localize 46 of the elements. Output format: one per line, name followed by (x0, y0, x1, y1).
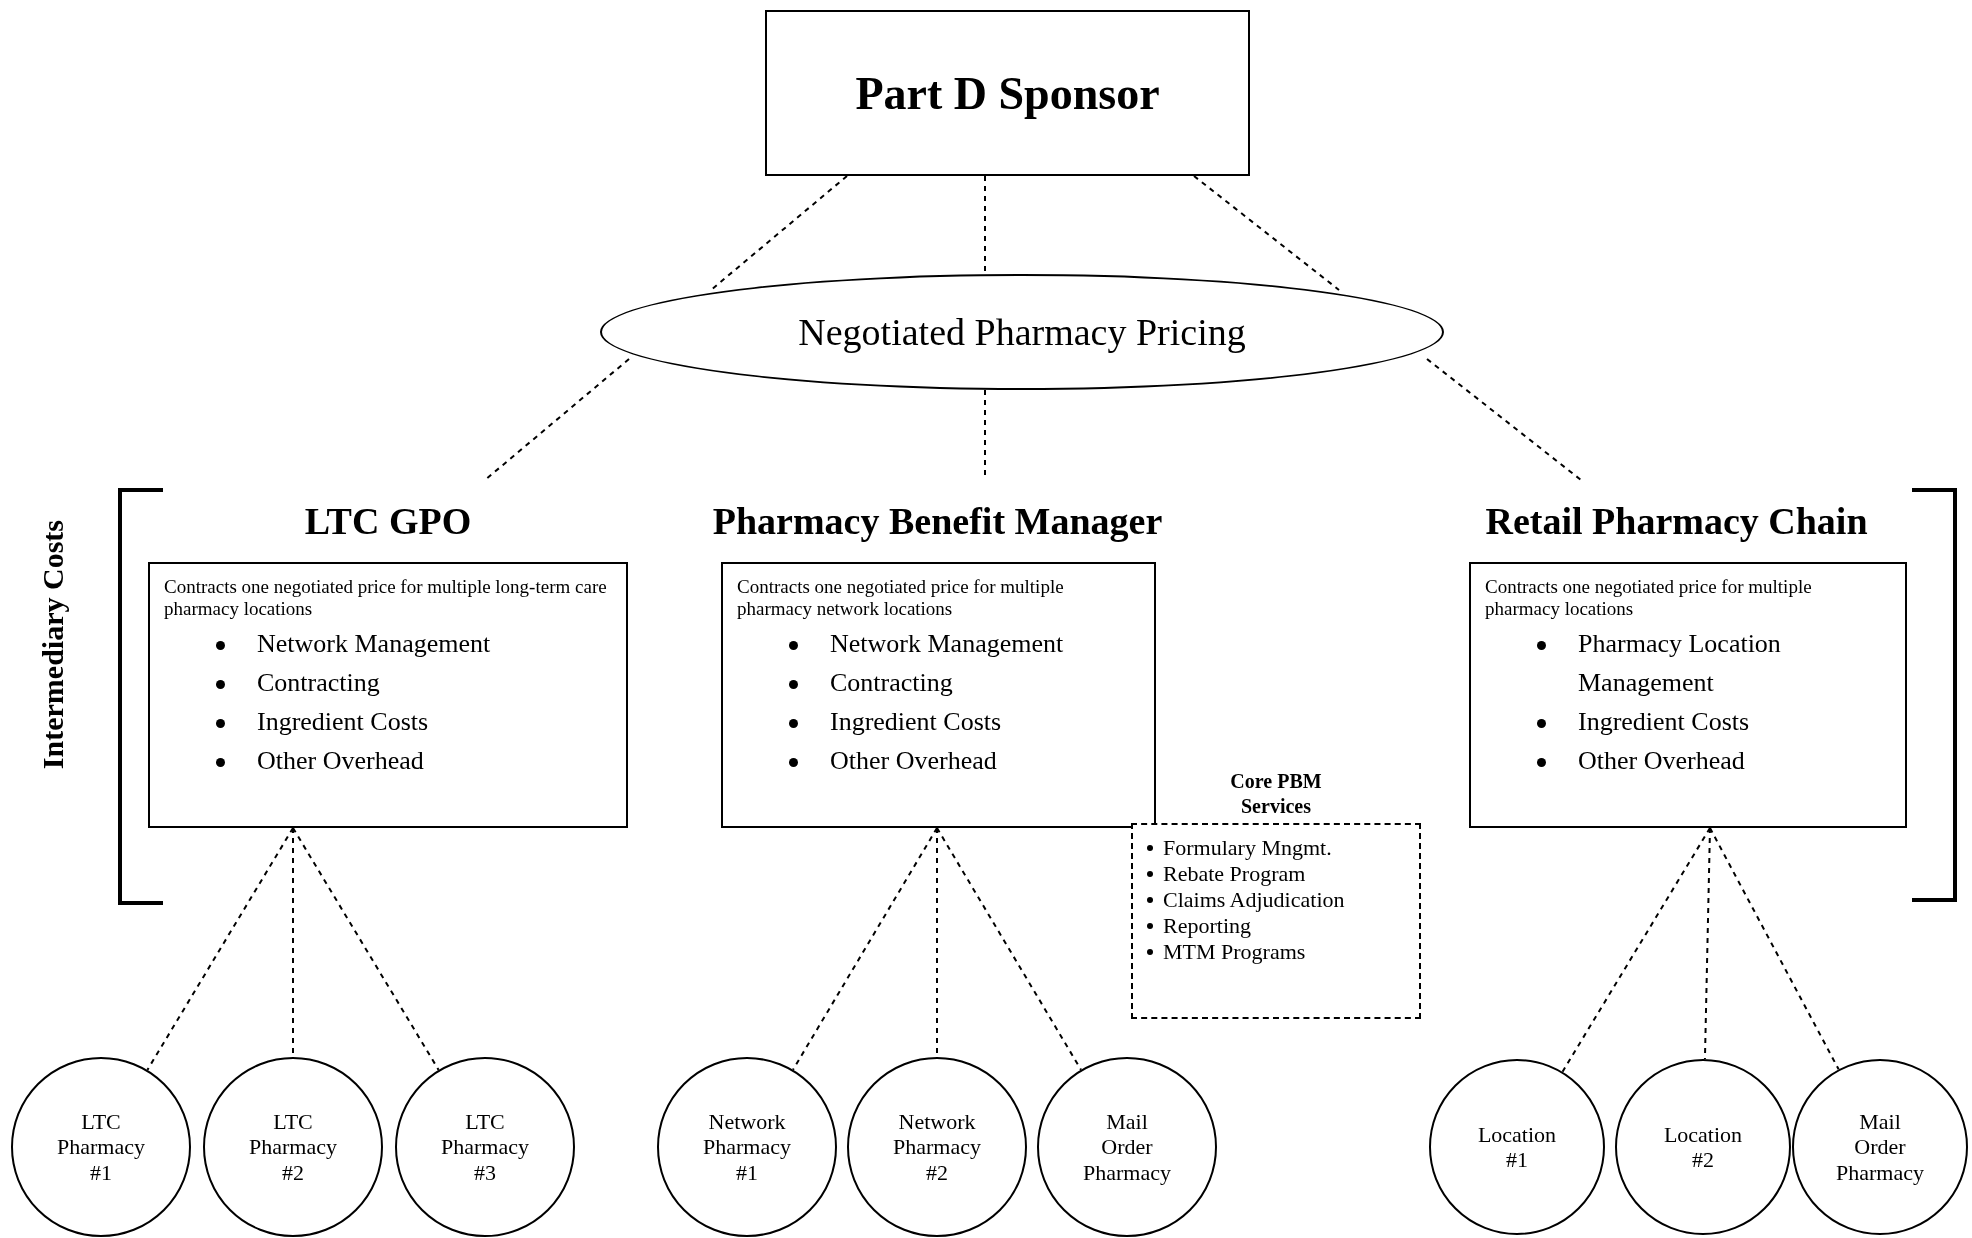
circle-node: LTC Pharmacy #2 (203, 1057, 383, 1237)
connector-line (292, 827, 440, 1071)
connector-line (1426, 358, 1582, 481)
connector-line (1193, 175, 1340, 291)
circle-node: Mail Order Pharmacy (1037, 1057, 1217, 1237)
circle-node: Network Pharmacy #2 (847, 1057, 1027, 1237)
connector-line (1561, 827, 1711, 1073)
bullet-text: Other Overhead (830, 744, 997, 777)
connector-line (484, 358, 630, 481)
process-box: Part D Sponsor (765, 10, 1250, 176)
bracket-label: Intermediary Costs (36, 520, 70, 770)
circle-node: Mail Order Pharmacy (1792, 1059, 1968, 1235)
bullet-text: Network Management (830, 627, 1064, 660)
description-text: Contracts one negotiated price for multiple long-term care pharmacy locations (164, 576, 608, 620)
bullet-text: Network Management (257, 627, 491, 660)
connector-line (146, 827, 294, 1071)
box-heading: Core PBM Services (1229, 769, 1323, 819)
bullet-text: Contracting (257, 666, 380, 699)
bullet-text: Pharmacy Location Management (1578, 627, 1782, 699)
bullet-text: Ingredient Costs (1578, 705, 1750, 738)
bullet-text: Other Overhead (1578, 744, 1745, 777)
circle-node: LTC Pharmacy #1 (11, 1057, 191, 1237)
connector-line (1703, 827, 1711, 1060)
description-text: Contracts one negotiated price for multiple pharmacy locations (1485, 576, 1813, 620)
box-heading: LTC GPO (304, 499, 472, 544)
bullet-text: Reporting (1163, 912, 1251, 939)
circle-node: Network Pharmacy #1 (657, 1057, 837, 1237)
circle-node: Location #2 (1615, 1059, 1791, 1235)
bullet-text: Other Overhead (257, 744, 424, 777)
connector-line (710, 175, 848, 291)
ellipse-node: Negotiated Pharmacy Pricing (600, 274, 1444, 390)
box-heading: Retail Pharmacy Chain (1485, 499, 1868, 544)
connector-line (1709, 827, 1840, 1071)
circle-node: Location #1 (1429, 1059, 1605, 1235)
bullet-text: Rebate Program (1163, 860, 1306, 887)
bullet-text: Formulary Mngmt. (1163, 835, 1332, 861)
connector-line (792, 827, 938, 1071)
bullet-text: Ingredient Costs (257, 705, 429, 738)
bullet-text: Contracting (830, 666, 953, 699)
box-heading: Pharmacy Benefit Manager (712, 499, 1163, 544)
bullet-text: Claims Adjudication (1163, 886, 1345, 913)
connector-line (936, 827, 1082, 1071)
description-text: Contracts one negotiated price for multiple pharmacy network locations (737, 576, 1065, 620)
bullet-text: Ingredient Costs (830, 705, 1002, 738)
bullet-text: MTM Programs (1163, 938, 1306, 965)
circle-node: LTC Pharmacy #3 (395, 1057, 575, 1237)
